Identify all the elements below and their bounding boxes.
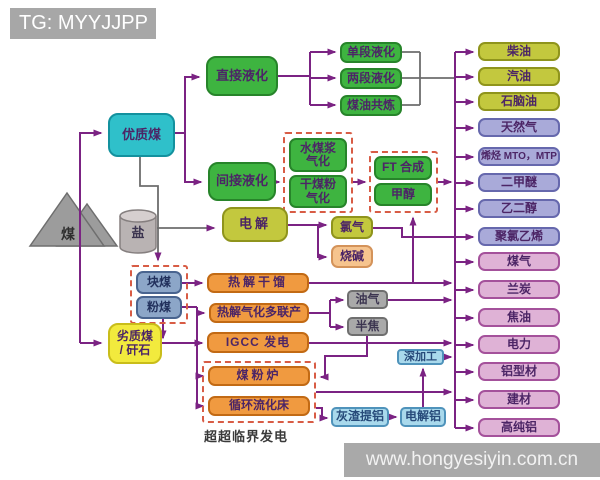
product-aluminum-profiles: 铝型材 [478,362,560,381]
product-coal-gas: 煤气 [478,252,560,271]
product-natural-gas: 天然气 [478,118,560,137]
product-gasoline: 汽油 [478,67,560,86]
node-deep-processing: 深加工 [397,349,444,365]
node-two-stage-liquefaction: 两段液化 [340,68,402,89]
product-building-materials: 建材 [478,390,560,409]
node-oil-gas: 油气 [347,290,388,309]
watermark-bottom: www.hongyesiyin.com.cn [344,443,600,477]
node-pulverized-coal-furnace: 煤粉炉 [208,366,310,386]
gasification-group-frame [283,132,353,213]
node-ash-aluminum-extraction: 灰渣提铝 [331,407,389,427]
node-igcc-power: IGCC 发电 [207,332,309,353]
node-caustic-soda: 烧碱 [331,245,373,268]
node-dry-powder-gasification: 干煤粉 气化 [289,175,347,208]
node-indirect-liquefaction: 间接液化 [208,162,276,201]
node-single-stage-liquefaction: 单段液化 [340,42,402,63]
coal-source-label: 煤 [61,226,75,242]
product-diesel: 柴油 [478,42,560,61]
product-ethylene-glycol: 乙二醇 [478,199,560,218]
product-naphtha: 石脑油 [478,92,560,111]
node-fine-coal: 粉煤 [136,296,182,319]
node-cfb-boiler: 循环流化床 [208,396,310,416]
product-dme: 二甲醚 [478,173,560,192]
node-low-grade-coal: 劣质煤 / 矸石 [108,323,162,364]
synthesis-group-frame [369,151,438,213]
salt-source-label: 盐 [131,224,145,240]
node-methanol: 甲醇 [374,183,432,206]
product-olefins-mto-mtp: 烯烃 MTO，MTP [478,147,560,166]
product-lan-coal: 兰炭 [478,280,560,299]
node-coal-oil-co-refining: 煤油共炼 [340,95,402,116]
node-quality-coal: 优质煤 [108,113,175,157]
node-direct-liquefaction: 直接液化 [206,56,278,96]
node-chlorine: 氯气 [331,216,373,239]
watermark-top: TG: MYYJJPP [10,8,156,39]
node-pyrolysis-retorting: 热解干馏 [207,273,309,293]
node-lump-coal: 块煤 [136,271,182,294]
product-pvc: 聚氯乙烯 [478,227,560,246]
ultra-supercritical-group-frame [202,361,316,423]
product-electricity: 电力 [478,335,560,354]
node-electrolytic-aluminum: 电解铝 [400,407,446,427]
product-high-purity-aluminum: 高纯铝 [478,418,560,437]
node-ft-synthesis: FT 合成 [374,156,432,180]
product-coal-tar: 焦油 [478,308,560,327]
node-pyrolysis-polygeneration: 热解气化多联产 [209,303,309,323]
node-semi-coke: 半焦 [347,317,388,336]
ultra-supercritical-caption: 超超临界发电 [204,429,289,444]
coal-size-group-frame [130,265,188,324]
node-slurry-gasification: 水煤浆 气化 [289,138,347,172]
node-electrolysis: 电解 [222,207,288,242]
